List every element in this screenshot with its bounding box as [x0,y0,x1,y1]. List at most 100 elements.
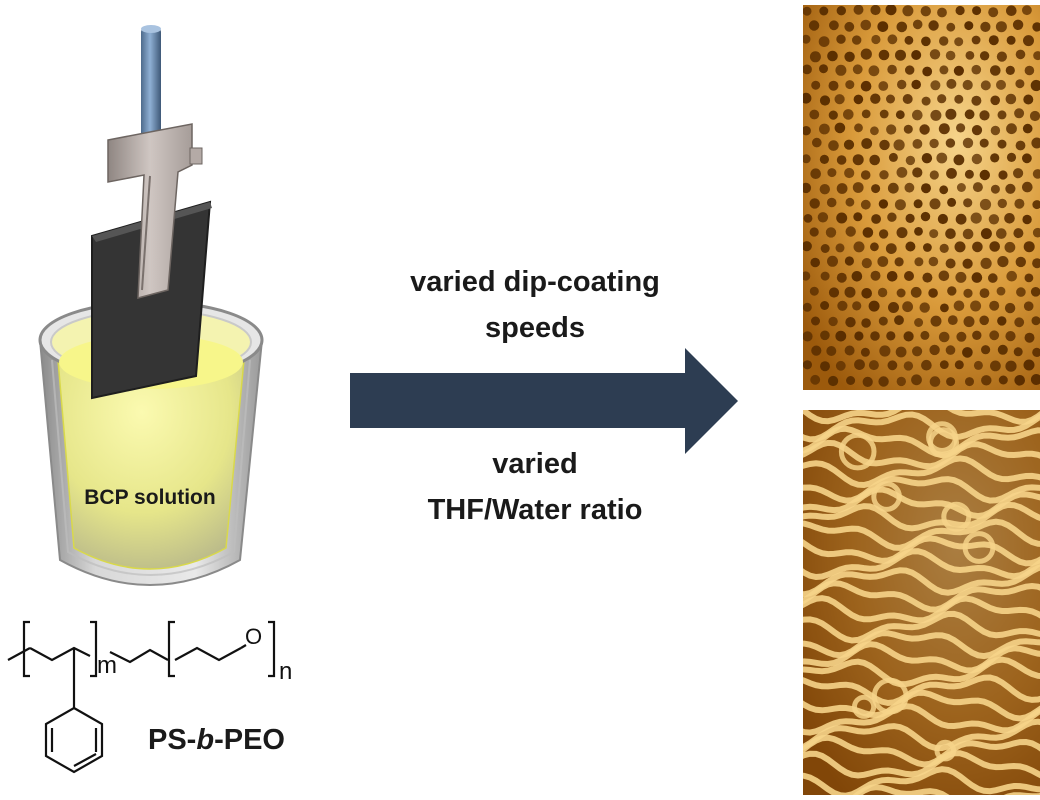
afm-pore [803,92,812,104]
polymer-name-italic: b [196,724,215,756]
afm-loop [934,739,957,762]
afm-lamella [803,535,1040,567]
afm-pore [861,258,872,269]
afm-lamella [803,501,1040,532]
afm-pore [828,140,839,151]
afm-pore [1023,359,1035,371]
afm-pore [819,154,830,164]
afm-pore [835,243,845,253]
afm-pore [844,256,855,266]
afm-pore [1030,287,1040,297]
afm-pore [803,154,811,164]
afm-pore [1024,65,1035,76]
afm-pore [990,95,1000,106]
afm-pore [1004,302,1016,314]
afm-pore [921,36,931,47]
afm-pore [911,50,922,60]
afm-pore [922,272,933,283]
chemical-structure [7,620,276,774]
afm-pore [971,272,983,283]
afm-pore [962,347,973,358]
afm-pore [860,48,872,60]
afm-pore [878,81,889,91]
afm-lamella [803,580,1040,613]
afm-pore [912,139,923,149]
afm-pore [894,257,904,267]
afm-pore [878,376,889,387]
afm-pore [972,241,983,253]
afm-pore [879,139,890,151]
afm-pore [1013,228,1024,239]
afm-pore [1014,198,1025,209]
afm-pore [997,110,1007,120]
afm-pore [837,300,848,311]
afm-pore [903,361,914,371]
afm-pore [939,36,949,46]
afm-pore [964,109,975,120]
afm-pore [914,227,923,236]
afm-pore [971,125,983,136]
afm-pore [970,212,982,224]
afm-pore [929,49,941,60]
afm-pore [1030,79,1040,92]
afm-pore [803,182,812,194]
afm-pore [844,51,855,62]
afm-pore [879,109,889,119]
afm-pore [989,241,1000,252]
afm-pore [829,20,839,31]
afm-pore [912,109,923,121]
afm-pore [852,182,864,193]
afm-pore [870,270,881,281]
afm-pore [803,271,811,281]
afm-pore [972,330,982,340]
afm-pore [955,271,967,283]
afm-pore [828,287,840,298]
afm-pore [962,137,974,149]
afm-pore [914,257,924,267]
afm-pore [980,80,991,91]
afm-pore [1016,287,1026,297]
afm-pore [929,229,939,239]
polymer-name-prefix: PS- [148,724,197,756]
afm-pore [1023,301,1034,312]
afm-loop [852,694,877,719]
arrow-bottom-label-line1: varied [492,448,578,480]
afm-loop [928,427,959,459]
afm-pore [903,331,914,342]
afm-lamella [803,750,1040,779]
afm-pore [914,318,924,327]
afm-pore [803,214,813,223]
afm-pore [947,286,957,296]
afm-pore [870,331,880,341]
afm-pore [939,243,949,253]
afm-pore [964,169,974,179]
afm-pore [964,21,974,31]
afm-pore [862,376,873,387]
afm-pore [905,155,916,166]
afm-pore [877,21,889,32]
afm-pore [1022,214,1032,225]
afm-loop [871,677,909,715]
afm-pore [893,139,905,151]
afm-pore [1015,140,1026,151]
afm-pore [988,7,999,18]
afm-pore [845,197,855,207]
afm-pore [845,80,855,90]
afm-pore [945,345,956,355]
afm-pore [990,125,1001,136]
afm-pore [844,167,855,179]
afm-pore [980,257,992,269]
afm-pore [989,300,1000,311]
afm-lamella [803,674,1040,707]
afm-lamella [803,689,1040,722]
afm-pore [870,93,881,104]
afm-pore [836,272,847,283]
afm-pore [998,170,1008,180]
afm-pore [810,374,821,385]
afm-pore [894,315,904,326]
afm-pore [803,331,813,342]
afm-pore [1012,19,1024,30]
afm-pore [836,6,846,16]
afm-pore [963,198,973,208]
afm-lamella [803,475,1040,504]
